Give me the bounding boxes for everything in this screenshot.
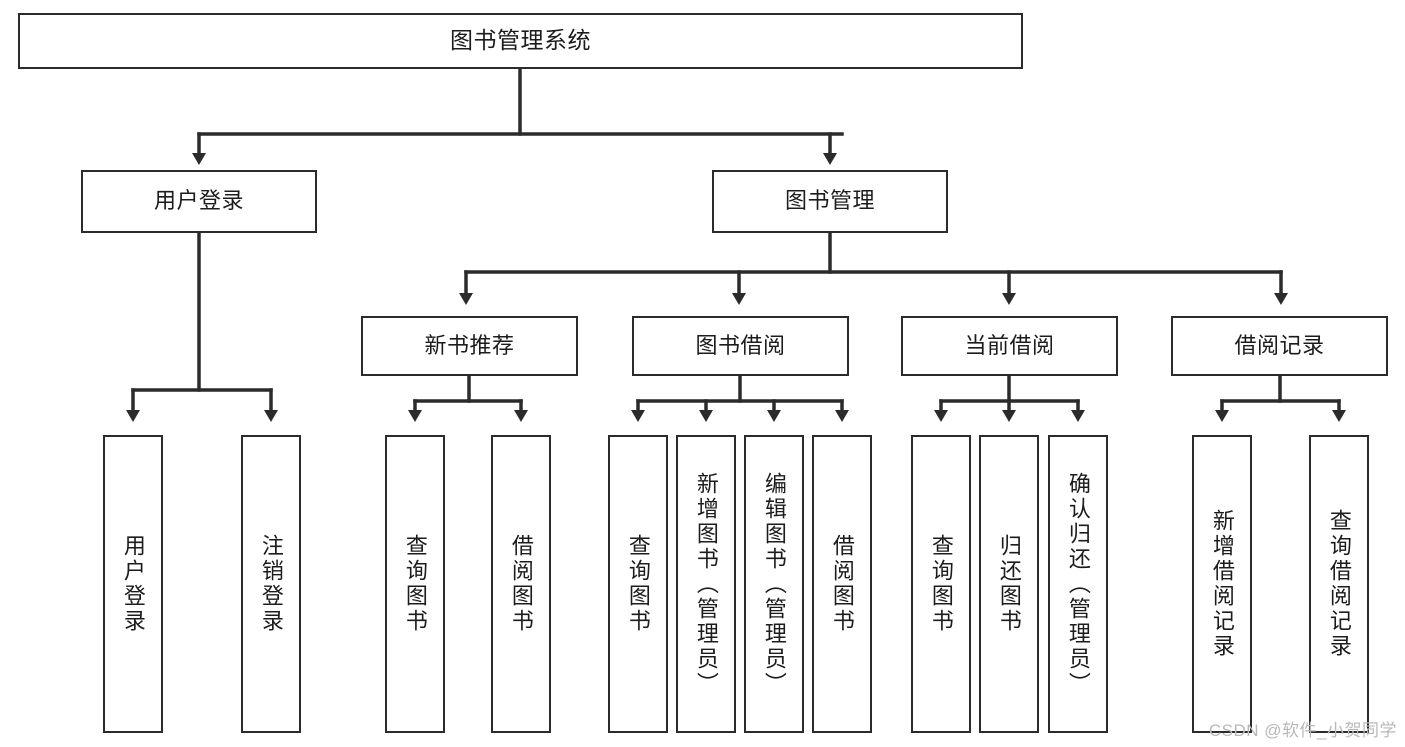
node-label: 用户登录	[120, 534, 146, 634]
node-label: 图书借阅	[695, 332, 786, 358]
node-label: 用户登录	[153, 188, 244, 214]
node-label: 查询借阅记录	[1326, 509, 1352, 659]
node-user-login[interactable]: 用户登录	[81, 170, 317, 233]
node-label: 查询图书	[625, 534, 651, 634]
node-leaf-logout[interactable]: 注销登录	[241, 435, 301, 733]
node-leaf-add-borrow-record[interactable]: 新增借阅记录	[1192, 435, 1252, 733]
node-label: 注销登录	[258, 534, 284, 634]
node-leaf-edit-book-admin[interactable]: 编辑图书（管理员）	[744, 435, 804, 733]
node-label: 查询图书	[928, 534, 954, 634]
node-leaf-query-borrow-record[interactable]: 查询借阅记录	[1309, 435, 1369, 733]
node-root-book-management-system[interactable]: 图书管理系统	[18, 13, 1023, 69]
node-leaf-borrow-book-1[interactable]: 借阅图书	[491, 435, 551, 733]
node-label: 图书管理系统	[450, 27, 591, 54]
node-label: 图书管理	[784, 188, 875, 214]
node-book-borrowing[interactable]: 图书借阅	[632, 316, 849, 376]
node-leaf-confirm-return-admin[interactable]: 确认归还（管理员）	[1048, 435, 1108, 733]
node-label: 借阅图书	[829, 534, 855, 634]
node-leaf-borrow-book-2[interactable]: 借阅图书	[812, 435, 872, 733]
node-label: 当前借阅	[964, 332, 1055, 358]
node-label: 归还图书	[996, 534, 1022, 634]
node-leaf-query-book-3[interactable]: 查询图书	[911, 435, 971, 733]
node-leaf-user-login[interactable]: 用户登录	[103, 435, 163, 733]
node-label: 查询图书	[402, 534, 428, 634]
node-label: 新书推荐	[424, 332, 515, 358]
node-leaf-add-book-admin[interactable]: 新增图书（管理员）	[676, 435, 736, 733]
node-borrowing-records[interactable]: 借阅记录	[1171, 316, 1388, 376]
node-label: 确认归还（管理员）	[1065, 471, 1091, 697]
node-label: 新增借阅记录	[1209, 509, 1235, 659]
node-leaf-query-book-2[interactable]: 查询图书	[608, 435, 668, 733]
node-label: 新增图书（管理员）	[693, 471, 719, 697]
node-label: 借阅记录	[1234, 332, 1325, 358]
node-book-management[interactable]: 图书管理	[712, 170, 948, 233]
node-current-borrowing[interactable]: 当前借阅	[901, 316, 1118, 376]
node-label: 借阅图书	[508, 534, 534, 634]
node-new-book-recommendation[interactable]: 新书推荐	[361, 316, 578, 376]
node-leaf-query-book-1[interactable]: 查询图书	[385, 435, 445, 733]
node-leaf-return-book[interactable]: 归还图书	[979, 435, 1039, 733]
node-label: 编辑图书（管理员）	[761, 471, 787, 697]
